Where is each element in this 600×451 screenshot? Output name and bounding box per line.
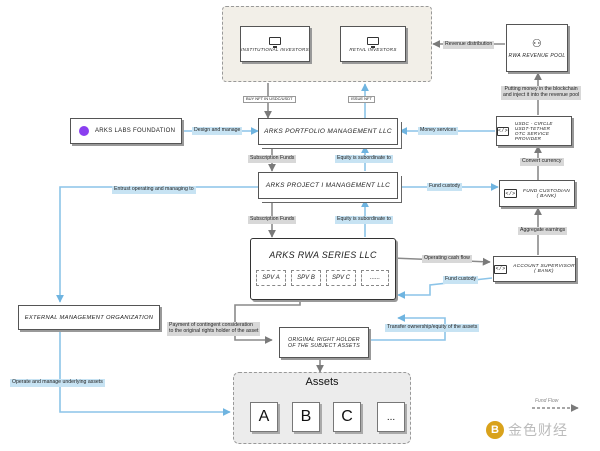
external-management-org-label: EXTERNAL MANAGEMENT ORGANIZATION	[24, 314, 154, 321]
stablecoin-provider-node: </> USDC - CIRCLE USDT-TETHER OTC SERVIC…	[496, 116, 572, 146]
legend-fund-flow-label: Fund Flow	[535, 398, 559, 404]
watermark-text: 金色财经	[508, 423, 568, 439]
assets-title: Assets	[305, 376, 339, 388]
arks-portfolio-management-label: ARKS PORTFOLIO MANAGEMENT LLC	[264, 128, 392, 135]
arrow-entrust	[56, 186, 258, 303]
asset-card-more: ...	[377, 402, 405, 432]
label-operating-cash: Operating cash flow	[422, 255, 472, 263]
monitor-user-icon	[367, 36, 379, 48]
label-fund-custody-2: Fund custody	[443, 276, 479, 284]
code-window-icon: </>	[494, 264, 508, 274]
label-money-services: Money services	[418, 127, 459, 135]
arks-labs-foundation-node: ARKS LABS FOUNDATION	[70, 118, 182, 144]
arks-rwa-series-node: ARKS RWA SERIES LLC	[250, 238, 396, 300]
label-aggregate: Aggregate earnings	[518, 227, 568, 235]
watermark-logo-icon: B	[486, 421, 504, 439]
arrow-contingent	[234, 300, 301, 344]
asset-card-a: A	[250, 402, 278, 432]
label-equity-2: Equity is subordinate to	[335, 216, 393, 224]
label-fund-custody-1: Fund custody	[427, 183, 463, 191]
spv-more: ......	[361, 270, 389, 286]
label-convert-currency: Convert currency	[520, 158, 564, 166]
purple-dot-icon	[79, 126, 89, 136]
retail-investors-label: RETAIL INVESTORS	[349, 46, 397, 52]
label-operate-assets: Operate and manage underlying assets	[10, 379, 105, 387]
institutional-investors-label: INSTITUTIONAL INVESTORS	[241, 46, 309, 52]
monitor-user-icon	[269, 36, 281, 48]
fund-custodian-label: FUND CUSTODIAN ( BANK)	[522, 188, 571, 199]
original-right-holder-node: ORIGINAL RIGHT HOLDER OF THE SUBJECT ASS…	[279, 327, 369, 358]
arks-project-management-node: ARKS PROJECT I MANAGEMENT LLC	[258, 172, 398, 199]
arks-rwa-series-label: ARKS RWA SERIES LLC	[269, 250, 377, 260]
label-entrust: Entrust operating and managing to	[112, 186, 196, 194]
spv-c: SPV C	[326, 270, 356, 286]
asset-card-b: B	[292, 402, 320, 432]
arks-labs-foundation-label: ARKS LABS FOUNDATION	[95, 128, 176, 134]
network-pool-icon: ⚇	[531, 38, 543, 50]
code-window-icon: </>	[497, 126, 509, 136]
institutional-investors-node: INSTITUTIONAL INVESTORS	[240, 26, 310, 62]
label-subscription-2: Subscription Funds	[248, 216, 297, 224]
code-window-icon: </>	[503, 189, 517, 198]
external-management-org-node: EXTERNAL MANAGEMENT ORGANIZATION	[18, 305, 160, 330]
label-putting-money: Putting money in the blockchain and inje…	[501, 86, 582, 100]
label-buy-nft: BUY NFT IN USDC/USDT	[243, 96, 296, 103]
label-equity-1: Equity is subordinate to	[335, 155, 393, 163]
label-transfer: Transfer ownership/equity of the assets	[385, 324, 480, 332]
stablecoin-provider-label: USDC - CIRCLE USDT-TETHER OTC SERVICE PR…	[514, 121, 553, 141]
label-subscription-1: Subscription Funds	[248, 155, 297, 163]
arrow-operate-assets	[59, 330, 231, 416]
fund-custodian-node: </> FUND CUSTODIAN ( BANK)	[499, 180, 575, 207]
label-issue-nft: ISSUE NFT	[348, 96, 375, 103]
spv-b: SPV B	[291, 270, 321, 286]
label-design-manage: Design and manage	[192, 127, 243, 135]
asset-card-c: C	[333, 402, 361, 432]
label-revenue-distribution: Revenue distribution	[443, 41, 495, 49]
spv-a: SPV A	[256, 270, 286, 286]
rwa-revenue-pool-node: ⚇ RWA REVENUE POOL	[506, 24, 568, 72]
original-right-holder-label: ORIGINAL RIGHT HOLDER OF THE SUBJECT ASS…	[287, 336, 361, 349]
label-contingent: Payment of contingent consideration to t…	[167, 322, 261, 336]
retail-investors-node: RETAIL INVESTORS	[340, 26, 406, 62]
arks-project-management-label: ARKS PROJECT I MANAGEMENT LLC	[265, 182, 391, 189]
rwa-revenue-pool-label: RWA REVENUE POOL	[508, 53, 566, 59]
account-supervisor-label: ACCOUNT SUPERVISOR ( BANK)	[513, 264, 575, 274]
account-supervisor-node: </> ACCOUNT SUPERVISOR ( BANK)	[493, 256, 576, 282]
arks-portfolio-management-node: ARKS PORTFOLIO MANAGEMENT LLC	[258, 118, 398, 145]
